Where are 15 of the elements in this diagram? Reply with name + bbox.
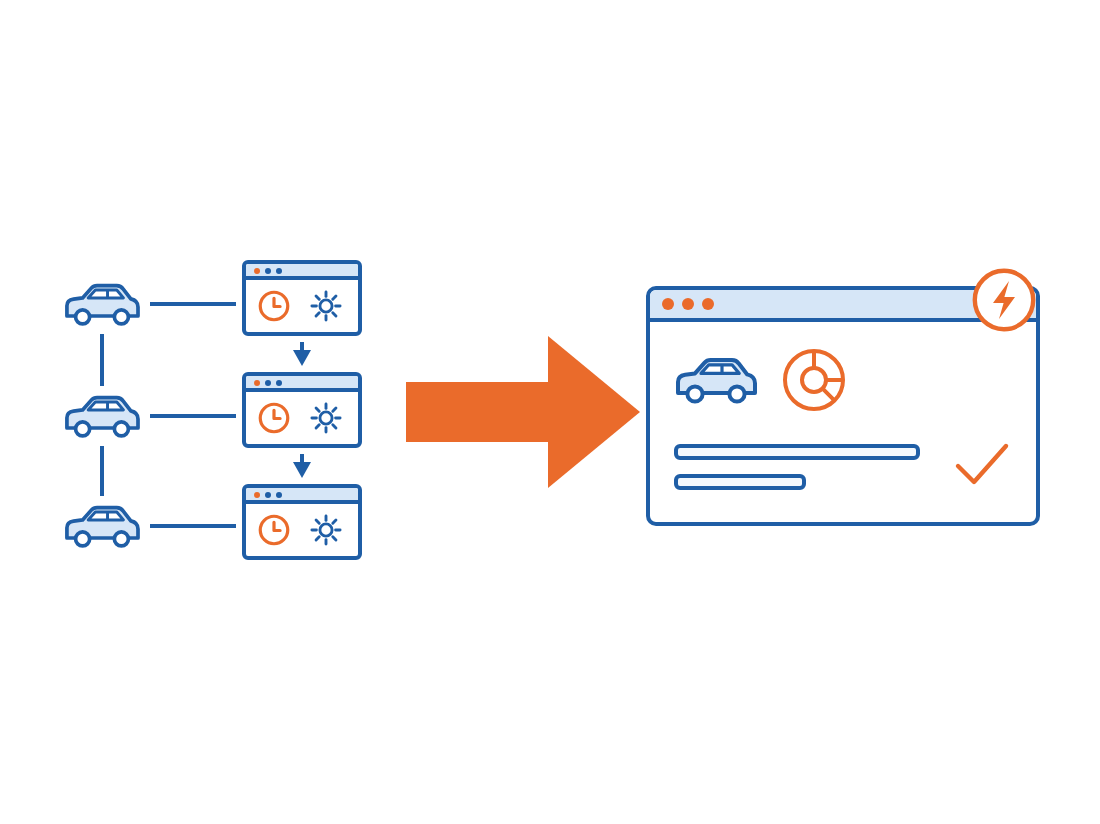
connector-line: [150, 302, 236, 306]
browser-window: [242, 372, 362, 448]
car-icon: [60, 502, 144, 550]
car-icon: [60, 280, 144, 328]
arrow: [293, 454, 311, 478]
browser-window: [242, 260, 362, 336]
block-arrow: [406, 336, 640, 488]
connector-line: [100, 446, 104, 496]
arrow: [293, 342, 311, 366]
connector-line: [150, 524, 236, 528]
car-icon: [60, 392, 144, 440]
browser-window: [646, 286, 1040, 526]
connector-line: [150, 414, 236, 418]
connector-line: [100, 334, 104, 386]
browser-window: [242, 484, 362, 560]
